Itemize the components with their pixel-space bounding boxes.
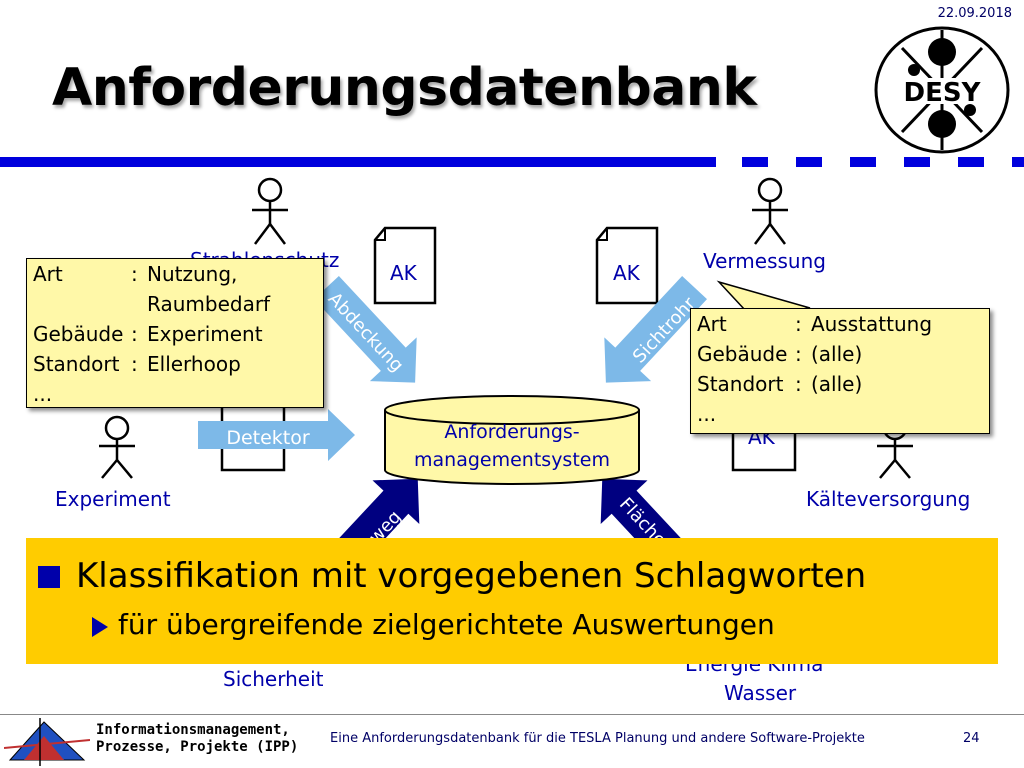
banner-bullet-text: Klassifikation mit vorgegebenen Schlagwo… — [76, 556, 867, 596]
person-vermessung-icon — [752, 177, 788, 245]
bar-dash — [850, 157, 876, 167]
role-sicherheit: Sicherheit — [223, 667, 324, 691]
role-experiment: Experiment — [55, 487, 171, 511]
popup-key: ... — [697, 402, 717, 426]
banner-sub-bullet-text: für übergreifende zielgerichtete Auswert… — [118, 608, 775, 641]
ak-document-icon — [595, 226, 659, 305]
footer-divider — [0, 714, 1024, 715]
logo-text: DESY — [904, 78, 982, 108]
popup-sep: : — [795, 312, 802, 336]
footer-org-line2: Prozesse, Projekte (IPP) — [96, 739, 299, 755]
desy-logo: DESY — [874, 26, 1010, 154]
popup-sep — [131, 379, 147, 409]
footer-org: Informationsmanagement, Prozesse, Projek… — [96, 722, 298, 756]
popup-key: Art — [33, 262, 63, 286]
ipp-logo-icon — [4, 718, 90, 766]
bar-dash — [742, 157, 768, 167]
popup-sep: : — [795, 372, 802, 396]
ak-label: AK — [390, 261, 417, 285]
role-vermessung: Vermessung — [703, 249, 826, 273]
popup-value: Nutzung, — [147, 262, 238, 286]
popup-sep: : — [795, 342, 802, 366]
popup-sep: : — [131, 322, 138, 346]
database-label-line2: managementsystem — [414, 449, 610, 471]
popup-value: Ellerhoop — [147, 352, 241, 376]
title-underline-bar — [0, 157, 716, 167]
bar-dash — [958, 157, 984, 167]
popup-key — [33, 289, 131, 319]
popup-value: Ausstattung — [811, 312, 933, 336]
role-energie-line2: Wasser — [724, 681, 797, 705]
popup-value — [147, 379, 272, 409]
sichtrohr-arrow — [604, 275, 707, 383]
ak-label: AK — [613, 261, 640, 285]
square-bullet-icon — [38, 566, 60, 588]
summary-banner — [26, 538, 998, 664]
popup-row: Art : Ausstattung — [697, 309, 934, 339]
popup-row: Standort : Ellerhoop — [33, 349, 272, 379]
popup-key: Gebäude — [33, 322, 124, 346]
abdeckung-arrow — [314, 275, 417, 383]
popup-value: (alle) — [811, 372, 863, 396]
popup-row: ... — [33, 379, 272, 409]
popup-key: Standort — [33, 352, 120, 376]
popup-sep — [131, 289, 147, 319]
popup-row: Art : Nutzung, — [33, 259, 272, 289]
popup-row: Raumbedarf — [33, 289, 272, 319]
page-title: Anforderungsdatenbank — [52, 58, 757, 118]
popup-left-table: Art : Nutzung, Raumbedarf Gebäude : Expe… — [33, 259, 272, 409]
popup-row: ... — [697, 399, 934, 429]
bar-dash — [1012, 157, 1024, 167]
popup-right: Art : Ausstattung Gebäude : (alle) Stand… — [690, 308, 990, 434]
popup-row: Gebäude : Experiment — [33, 319, 272, 349]
triangle-bullet-icon — [92, 617, 108, 637]
popup-key: ... — [33, 382, 53, 406]
popup-row: Gebäude : (alle) — [697, 339, 934, 369]
bar-dash — [904, 157, 930, 167]
footer-title: Eine Anforderungsdatenbank für die TESLA… — [330, 731, 865, 746]
role-kaelteversorgung: Kälteversorgung — [806, 487, 971, 511]
popup-key: Art — [697, 312, 727, 336]
detektor-arrow — [198, 409, 355, 461]
database-label: Anforderungs- managementsystem — [390, 418, 634, 474]
popup-sep: : — [131, 352, 138, 376]
popup-sep — [795, 399, 811, 429]
person-experiment-icon — [99, 415, 135, 479]
popup-value — [811, 399, 934, 429]
detektor-label: Detektor — [226, 427, 310, 449]
ak-document-icon — [373, 226, 437, 305]
popup-value: (alle) — [811, 342, 863, 366]
popup-key: Standort — [697, 372, 784, 396]
person-strahlenschutz-icon — [252, 177, 288, 245]
page-number: 24 — [963, 731, 980, 746]
footer-org-line1: Informationsmanagement, — [96, 722, 290, 738]
popup-value: Raumbedarf — [147, 292, 271, 316]
database-icon — [384, 395, 640, 485]
popup-row: Standort : (alle) — [697, 369, 934, 399]
popup-sep: : — [131, 262, 138, 286]
bar-dash — [796, 157, 822, 167]
database-label-line1: Anforderungs- — [444, 421, 580, 443]
popup-key: Gebäude — [697, 342, 788, 366]
popup-right-table: Art : Ausstattung Gebäude : (alle) Stand… — [697, 309, 934, 429]
popup-value: Experiment — [147, 322, 263, 346]
popup-left: Art : Nutzung, Raumbedarf Gebäude : Expe… — [26, 258, 324, 408]
date-label: 22.09.2018 — [937, 6, 1012, 21]
